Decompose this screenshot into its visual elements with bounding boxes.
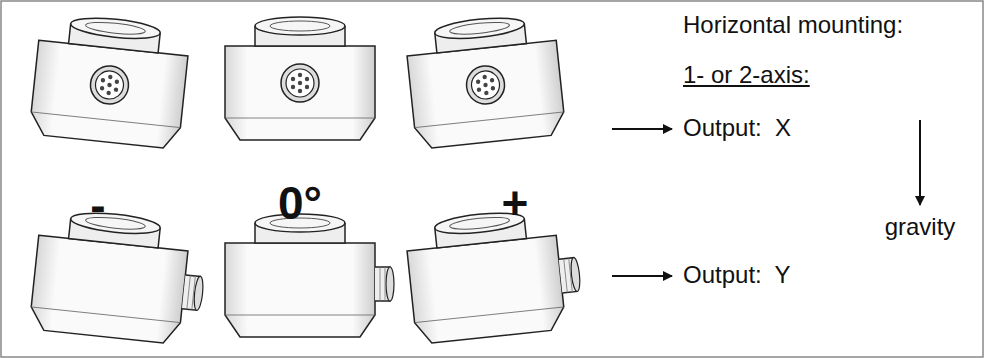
gravity-label: gravity — [885, 214, 956, 240]
tilt-sign: - — [90, 180, 105, 231]
heading-label: Horizontal mounting: — [683, 12, 903, 38]
axis-label: 1- or 2-axis: — [683, 62, 810, 88]
tilt-angle: 0° — [278, 178, 322, 229]
tilt-sign: + — [502, 178, 529, 229]
output-label: Output: X — [683, 115, 791, 141]
output-label: Output: Y — [683, 262, 791, 288]
